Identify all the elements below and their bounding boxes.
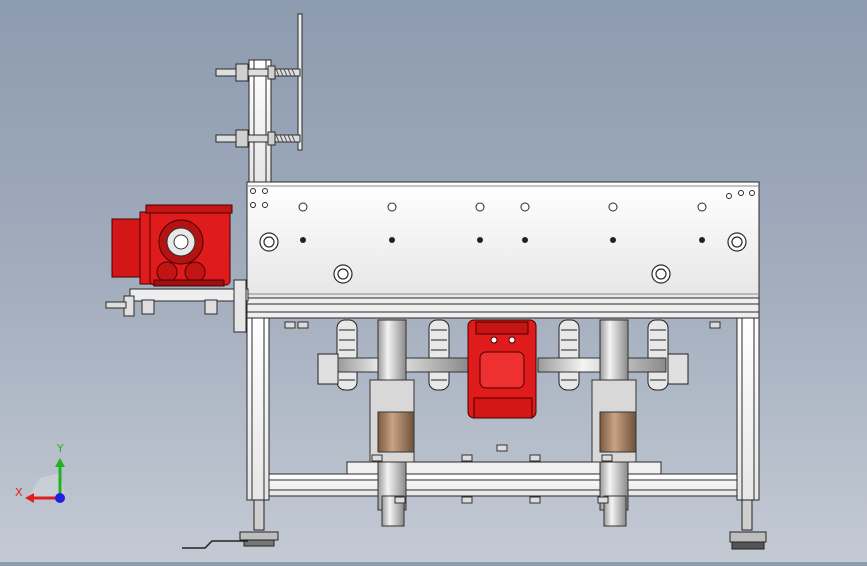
- hex-bolts: [284, 321, 721, 504]
- left-gear-motor[interactable]: [111, 204, 233, 287]
- y-axis-label: Y: [57, 442, 64, 455]
- lower-cross-beam: [268, 461, 738, 497]
- x-axis-label: X: [15, 486, 23, 499]
- plate-holes: [250, 188, 755, 212]
- plate-bolt-heads: [300, 237, 705, 243]
- leveling-feet: [182, 499, 767, 550]
- plate-bearings: [259, 232, 747, 284]
- top-frame-plate[interactable]: [246, 181, 760, 319]
- lift-columns: [369, 319, 637, 527]
- triad-axes: [25, 458, 65, 503]
- coordinate-triad: Y X: [10, 438, 80, 508]
- left-mounting-arm: [105, 279, 249, 333]
- vertical-mount-post: [215, 13, 303, 183]
- center-gear-motor[interactable]: [467, 319, 537, 419]
- z-axis-dot: [55, 493, 65, 503]
- frame-legs: [246, 317, 760, 501]
